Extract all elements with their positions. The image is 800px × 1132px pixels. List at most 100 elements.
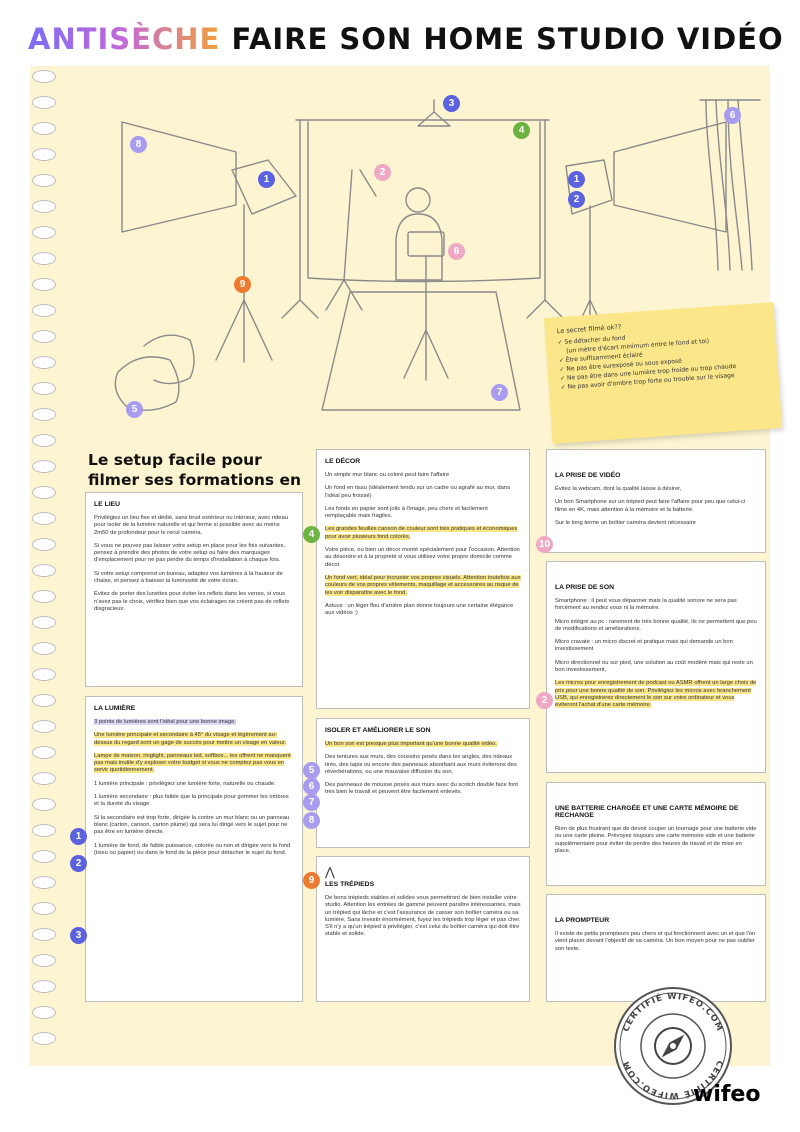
card-video: LA PRISE DE VIDÉO Évitez la webcam, dont… <box>546 449 766 553</box>
binding-ring <box>32 746 56 759</box>
marker-10-video: 10 <box>536 536 553 553</box>
binding-ring <box>32 668 56 681</box>
card-lieu: LE LIEU Privilégiez un lieu fixe et dédi… <box>85 492 303 687</box>
left-light <box>231 159 297 215</box>
title-main: FAIRE SON HOME STUDIO VIDÉO <box>231 22 784 56</box>
card-title: LA PROMPTEUR <box>555 917 610 924</box>
binding-ring <box>32 70 56 83</box>
card-text: Un fond vert, idéal pour incruster vos p… <box>325 574 521 596</box>
card-text: Il existe de petits prompteurs peu chers… <box>555 931 756 952</box>
marker-7-son: 7 <box>303 794 320 811</box>
binding-ring <box>32 590 56 603</box>
binding-ring <box>32 954 56 967</box>
card-title: LE LIEU <box>94 501 121 508</box>
card-text: Les micros pour enregistrement de podcas… <box>555 680 757 709</box>
card-text: Évitez de porter des lunettes pour évite… <box>94 591 290 612</box>
left-reflector <box>121 121 237 233</box>
marker-6-camera: 6 <box>448 243 465 260</box>
tripod-icon: ⋀ <box>325 865 335 879</box>
camera <box>407 231 445 257</box>
card-title: LE DÉCOR <box>325 458 361 465</box>
binding-ring <box>32 486 56 499</box>
binding-ring <box>32 538 56 551</box>
binding-ring <box>32 512 56 525</box>
card-title: LES TRÉPIEDS <box>325 881 375 888</box>
binding-ring <box>32 200 56 213</box>
binding-ring <box>32 824 56 837</box>
card-text: Les grandes feuilles canson de couleur s… <box>325 526 518 540</box>
card-text: De bons trépieds stables et solides vous… <box>325 895 521 938</box>
card-title: UNE BATTERIE CHARGÉE ET UNE CARTE MÉMOIR… <box>555 805 739 819</box>
marker-5-son: 5 <box>303 762 320 779</box>
marker-2-mic: 2 <box>374 164 391 181</box>
binding-ring <box>32 902 56 915</box>
binding-ring <box>32 434 56 447</box>
marker-1-right: 1 <box>568 171 585 188</box>
binding-ring <box>32 980 56 993</box>
binding-ring <box>32 252 56 265</box>
curtain <box>705 99 753 271</box>
marker-2-lumiere: 2 <box>70 855 87 872</box>
card-text: Smartphone : il peut vous dépanner mais … <box>555 598 737 612</box>
spiral-binding <box>28 70 58 1060</box>
marker-2-right: 2 <box>568 191 585 208</box>
person-body <box>395 213 443 281</box>
binding-ring <box>32 148 56 161</box>
binding-ring <box>32 304 56 317</box>
binding-ring <box>32 928 56 941</box>
card-text: Un bon Smartphone sur un trépied peut fa… <box>555 499 746 513</box>
card-text: Si la secondaire est trop forte, dirigée… <box>94 814 290 836</box>
card-text: Si votre setup comprend un bureau, adapt… <box>94 570 283 585</box>
marker-5: 5 <box>126 401 143 418</box>
marker-9-trepieds: 9 <box>303 872 320 889</box>
binding-ring <box>32 382 56 395</box>
card-text: Rien de plus frustrant que de devoir cou… <box>555 826 757 854</box>
card-text: Un bon son est presque plus important qu… <box>325 741 497 747</box>
marker-6-right: 6 <box>724 107 741 124</box>
card-batterie: UNE BATTERIE CHARGÉE ET UNE CARTE MÉMOIR… <box>546 782 766 886</box>
backdrop-cloth <box>307 121 541 283</box>
binding-ring <box>32 356 56 369</box>
binding-ring <box>32 408 56 421</box>
card-text: Une lumière principale et secondaire à 4… <box>94 732 287 746</box>
card-text: Si vous ne pouvez pas laisser votre setu… <box>94 542 286 564</box>
floor-rug <box>321 291 521 411</box>
card-text: Astuce : un léger flou d'arrière plan do… <box>325 602 514 617</box>
marker-8: 8 <box>130 136 147 153</box>
card-son: LA PRISE DE SON Smartphone : il peut vou… <box>546 561 766 773</box>
card-title: LA PRISE DE SON <box>555 584 615 591</box>
card-text: Micro directionnel ou sur pied, une solu… <box>555 659 753 674</box>
card-isoler-son: ISOLER ET AMÉLIORER LE SON Un bon son es… <box>316 718 530 848</box>
binding-ring <box>32 1006 56 1019</box>
marker-4-decor: 4 <box>303 526 320 543</box>
card-text: Les fonds en papier sont jolis à l'image… <box>325 505 488 520</box>
binding-ring <box>32 96 56 109</box>
card-decor: LE DÉCOR Un simple mur blanc ou coloré p… <box>316 449 530 709</box>
binding-ring <box>32 1032 56 1045</box>
marker-3-lumiere: 3 <box>70 927 87 944</box>
marker-2-son: 2 <box>536 692 553 709</box>
marker-4: 4 <box>513 122 530 139</box>
card-text: 1 lumière de fond, de faible puissance, … <box>94 842 291 856</box>
marker-1-lumiere: 1 <box>70 828 87 845</box>
card-title: ISOLER ET AMÉLIORER LE SON <box>325 727 431 734</box>
card-text: Un simple mur blanc ou coloré peut faire… <box>325 472 450 478</box>
card-text: Micro intégré au pc : rarement de très b… <box>555 618 757 632</box>
card-text: Sur le long terme un boîtier caméra devi… <box>555 519 696 526</box>
binding-ring <box>32 694 56 707</box>
certification-seal: CERTIFIÉ WIFEO.COM CERTIFIÉ WIFEO.COM <box>614 987 732 1105</box>
card-text: Micro cravate : un micro discret et prat… <box>555 639 733 653</box>
card-text: Privilégiez un lieu fixe et dédié, sans … <box>94 515 288 536</box>
card-lumiere: LA LUMIÈRE 3 points de lumières sont l'i… <box>85 696 303 1002</box>
binding-ring <box>32 720 56 733</box>
cushion-1 <box>114 356 180 411</box>
card-text: Évitez la webcam, dont la qualité laisse… <box>555 486 682 492</box>
binding-ring <box>32 174 56 187</box>
binding-ring <box>32 616 56 629</box>
marker-8-son: 8 <box>303 812 320 829</box>
marker-3: 3 <box>443 95 460 112</box>
person-head <box>405 187 431 213</box>
card-title: LA PRISE DE VIDÉO <box>555 472 621 479</box>
wifeo-logo: wifeo <box>693 1082 761 1107</box>
